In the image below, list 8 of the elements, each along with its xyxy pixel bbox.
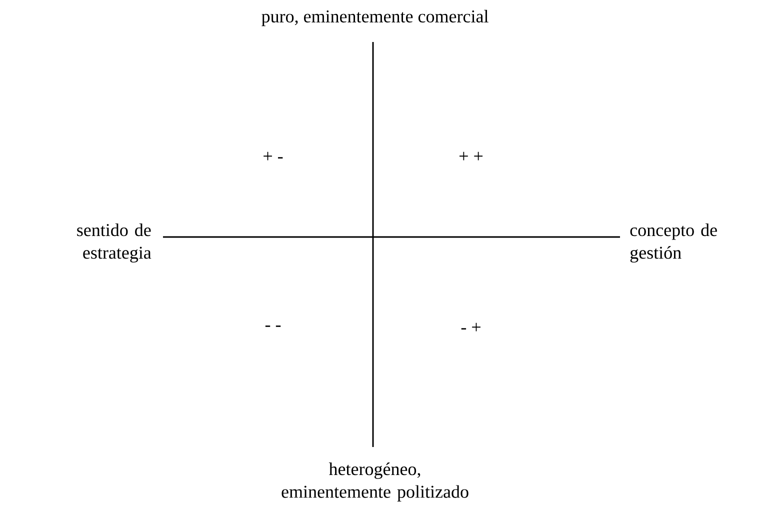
quadrant-sign: - - [265,326,281,327]
axis-label: puro, eminentemente comercial [262,10,488,26]
quadrant-sign: + - [264,152,283,160]
quadrant-sign: - + [461,322,480,332]
quadrant-sign: + + [460,152,483,160]
axis-label: heterogéneo, eminentemente politizado [282,462,468,502]
axis-label: concepto de gestión [630,224,717,263]
axis-label: sentido de estrategia [77,224,152,263]
